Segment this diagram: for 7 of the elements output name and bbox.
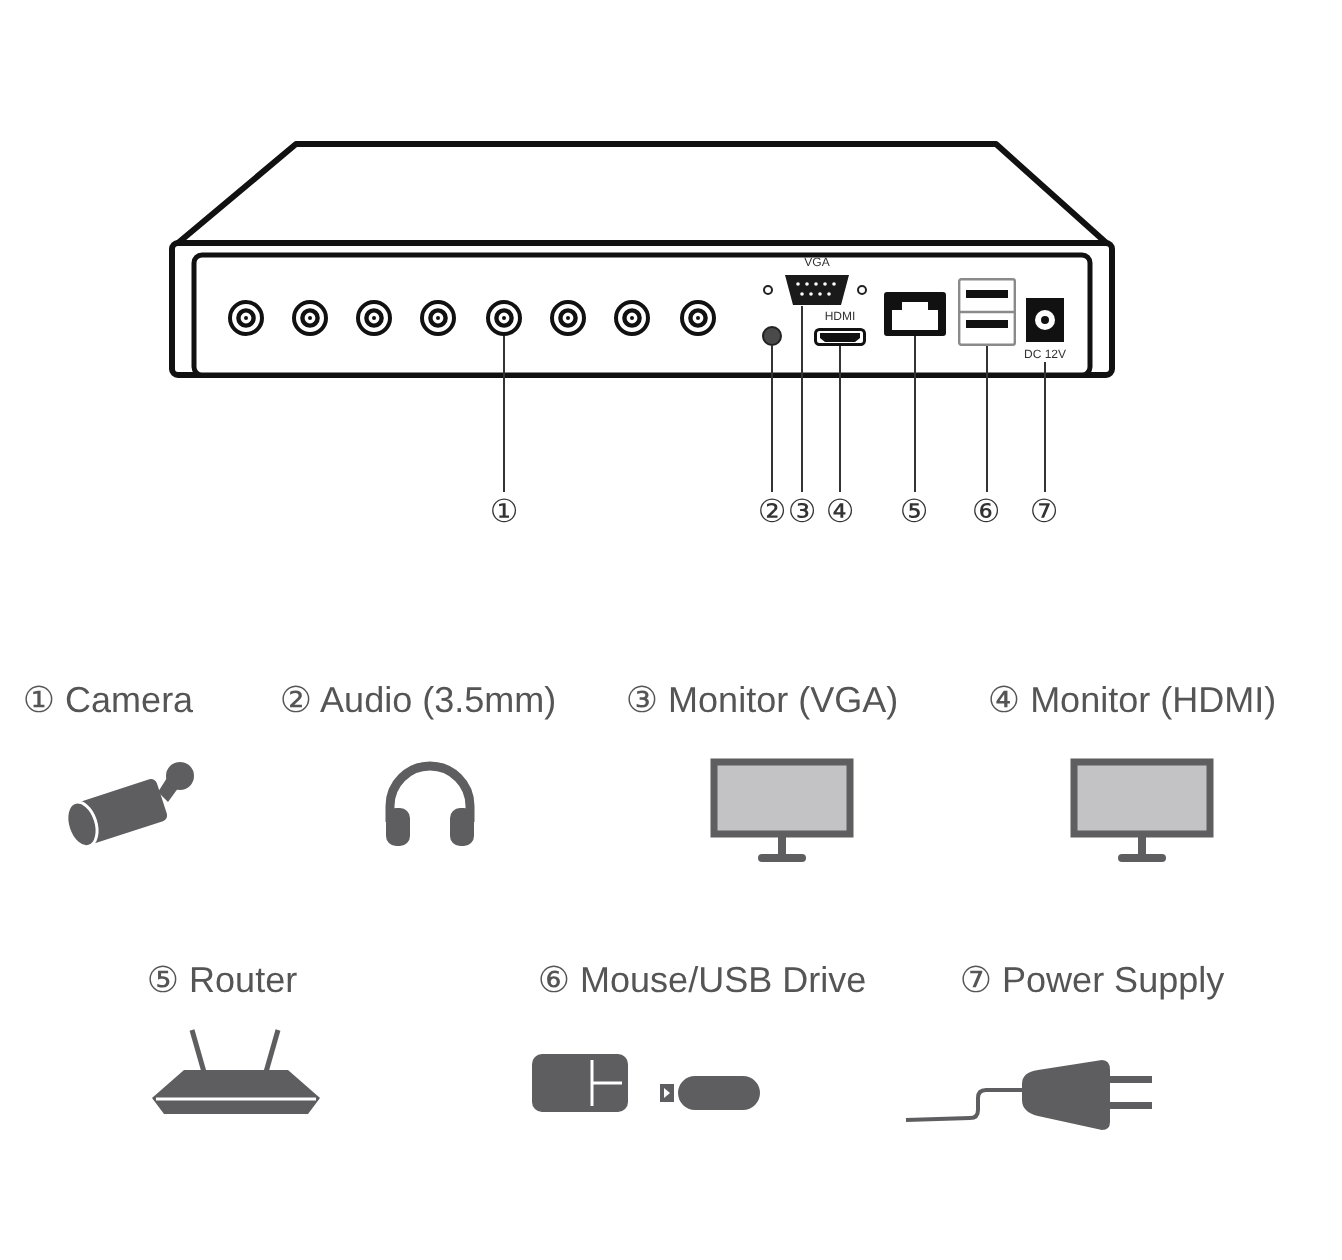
connection-label: ⑦ Power Supply: [959, 958, 1225, 1002]
connection-label: ③ Monitor (VGA): [625, 678, 899, 722]
connection-label: ⑥ Mouse/USB Drive: [537, 958, 867, 1002]
connection-label: ② Audio (3.5mm): [279, 678, 557, 722]
connection-label: ④ Monitor (HDMI): [987, 678, 1277, 722]
connection-label: ⑤ Router: [146, 958, 298, 1002]
connection-label: ① Camera: [22, 678, 194, 722]
